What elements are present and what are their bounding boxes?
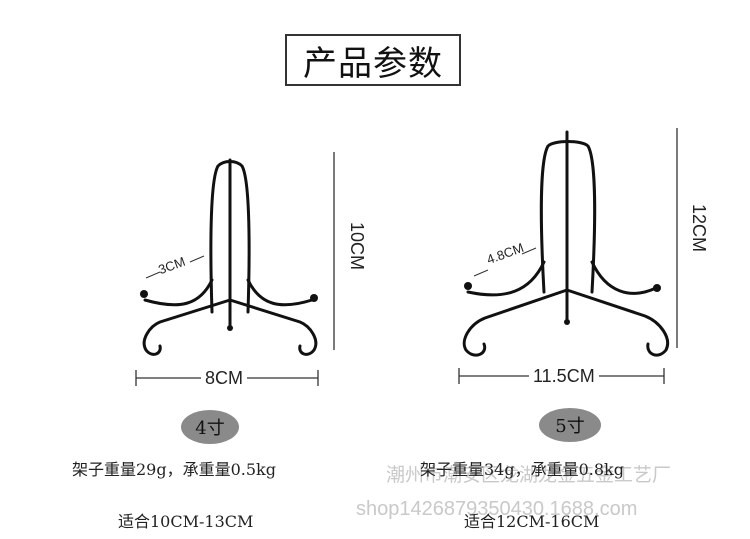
watermark-shop-url: shop1426879350430.1688.com — [356, 498, 638, 520]
stand-large-center-knob — [564, 319, 570, 325]
width-label-small: 8CM — [201, 368, 248, 389]
watermark-shop-name: 潮州市潮安区龙湖龙金五金工艺厂 — [386, 465, 672, 486]
size-badge-small: 4寸 — [181, 410, 239, 444]
height-label-small: 10CM — [347, 222, 367, 271]
stand-small-drawing — [142, 158, 318, 356]
weight-spec-small: 架子重量29g，承重量0.5kg — [72, 460, 276, 479]
stand-small-center-knob — [227, 325, 233, 331]
page-title: 产品参数 — [285, 34, 461, 86]
fit-spec-small: 适合10CM-13CM — [118, 512, 254, 531]
stand-large-drawing — [462, 130, 669, 357]
width-label-large: 11.5CM — [529, 366, 599, 387]
height-label-large: 12CM — [689, 204, 709, 253]
stand-large-left-knob — [464, 282, 472, 290]
weight-spec-large: 架子重量34g，承重量0.8kg — [420, 460, 624, 479]
stand-large-right-knob — [653, 284, 661, 292]
fit-spec-large: 适合12CM-16CM — [464, 512, 600, 531]
size-badge-large: 5寸 — [539, 408, 601, 442]
stand-small-left-knob — [140, 290, 148, 298]
stand-small-right-knob — [310, 294, 318, 302]
